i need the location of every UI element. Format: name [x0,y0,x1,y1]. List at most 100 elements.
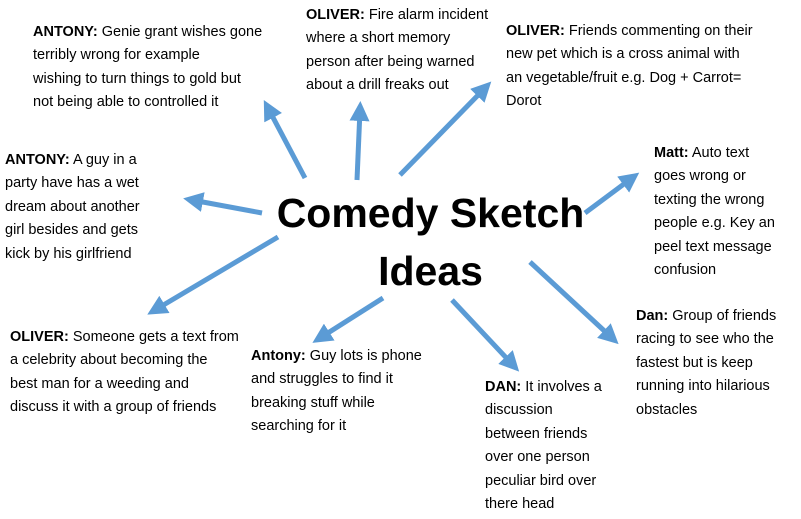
note-line: over one person [485,446,602,469]
note-line: there head [485,493,602,516]
arrow-to-oliver-fire-alarm [349,101,370,181]
note-text: Auto text [691,145,750,161]
note-text: there head [485,496,555,513]
title-line-1: Comedy Sketch [276,190,585,236]
title-line-2: Ideas [378,248,483,294]
idea-note: OLIVER: Someone gets a text from a celebr… [10,326,239,420]
note-text: Someone gets a text from [72,329,239,345]
note-text: fastest but is keep [636,354,753,371]
note-text: discuss it with a group of friends [10,399,217,416]
note-line: peel text message [654,236,775,259]
idea-note: OLIVER: Fire alarm incident where a short… [306,4,488,98]
note-text: and struggles to find it [251,371,393,388]
note-line: best man for a weeding and [10,373,239,396]
note-line: person after being warned [306,51,488,74]
note-text: Genie grant wishes gone [101,24,263,40]
note-text: about a drill freaks out [306,77,449,94]
note-text: obstacles [636,401,698,418]
note-line: Antony: Guy lots is phone [251,345,422,368]
note-line: breaking stuff while [251,392,422,415]
idea-note: ANTONY: Genie grant wishes gone terribly … [33,21,262,115]
note-text: wishing to turn things to gold but [33,70,241,87]
arrow-to-oliver-pet [398,81,492,177]
note-text: searching for it [251,418,347,435]
note-line: dream about another [5,196,140,219]
idea-note: OLIVER: Friends commenting on their new p… [506,20,753,114]
note-line: people e.g. Key an [654,212,775,235]
note-text: kick by his girlfriend [5,245,132,262]
note-text: people e.g. Key an [654,215,775,232]
arrow-to-oliver-celebrity [147,234,280,315]
note-text: a celebrity about becoming the [10,352,208,369]
note-line: girl besides and gets [5,219,140,242]
note-author: Matt: [654,145,689,161]
note-line: OLIVER: Fire alarm incident [306,4,488,27]
note-text: goes wrong or [654,168,746,185]
note-line: kick by his girlfriend [5,243,140,266]
arrow-to-matt-auto-text [583,172,640,216]
note-text: Dorot [506,93,542,110]
note-author: ANTONY: [5,152,70,168]
note-line: texting the wrong [654,189,775,212]
note-line: obstacles [636,399,776,422]
note-line: about a drill freaks out [306,74,488,97]
note-line: party have has a wet [5,172,140,195]
note-line: between friends [485,423,602,446]
note-line: running into hilarious [636,375,776,398]
idea-note: Dan: Group of friends racing to see who t… [636,305,776,422]
note-text: where a short memory [306,30,451,47]
note-line: terribly wrong for example [33,44,262,67]
note-author: OLIVER: [306,7,365,23]
note-line: goes wrong or [654,165,775,188]
note-text: confusion [654,262,717,279]
note-line: fastest but is keep [636,352,776,375]
arrow-to-antony-party [183,192,263,216]
note-line: searching for it [251,415,422,438]
note-line: DAN: It involves a [485,376,602,399]
idea-note: Antony: Guy lots is phone and struggles t… [251,345,422,439]
note-text: peel text message [654,238,772,255]
note-text: racing to see who the [636,331,774,348]
note-text: Guy lots is phone [309,348,422,364]
arrow-to-dan-racing [528,260,619,345]
note-text: dream about another [5,198,140,215]
arrow-to-antony-genie [263,100,308,180]
note-text: peculiar bird over [485,472,597,489]
note-text: best man for a weeding and [10,375,189,392]
idea-note: DAN: It involves a discussion between frie… [485,376,602,516]
note-line: Matt: Auto text [654,142,775,165]
note-text: person after being warned [306,53,475,70]
note-line: OLIVER: Someone gets a text from [10,326,239,349]
note-author: Antony: [251,348,306,364]
note-text: terribly wrong for example [33,47,200,64]
note-text: an vegetable/fruit e.g. Dog + Carrot= [506,69,742,86]
note-line: where a short memory [306,27,488,50]
note-text: party have has a wet [5,175,139,192]
note-line: and struggles to find it [251,368,422,391]
note-text: not being able to controlled it [33,94,219,111]
note-line: peculiar bird over [485,470,602,493]
note-text: Fire alarm incident [368,7,489,23]
note-text: breaking stuff while [251,394,375,411]
idea-note: ANTONY: A guy in a party have has a wet dr… [5,149,140,266]
arrow-to-antony-phone [312,295,385,343]
note-line: not being able to controlled it [33,91,262,114]
note-text: running into hilarious [636,378,770,395]
note-line: discussion [485,399,602,422]
note-text: Friends commenting on their [568,23,753,39]
note-author: Dan: [636,308,669,324]
note-text: discussion [485,402,553,419]
note-line: ANTONY: A guy in a [5,149,140,172]
note-line: OLIVER: Friends commenting on their [506,20,753,43]
note-line: wishing to turn things to gold but [33,68,262,91]
note-line: ANTONY: Genie grant wishes gone [33,21,262,44]
note-text: new pet which is a cross animal with [506,46,740,63]
note-text: Group of friends [672,308,777,324]
note-text: over one person [485,449,590,466]
note-text: texting the wrong [654,191,765,208]
note-line: Dorot [506,90,753,113]
note-line: new pet which is a cross animal with [506,43,753,66]
note-line: confusion [654,259,775,282]
note-author: DAN: [485,379,522,395]
